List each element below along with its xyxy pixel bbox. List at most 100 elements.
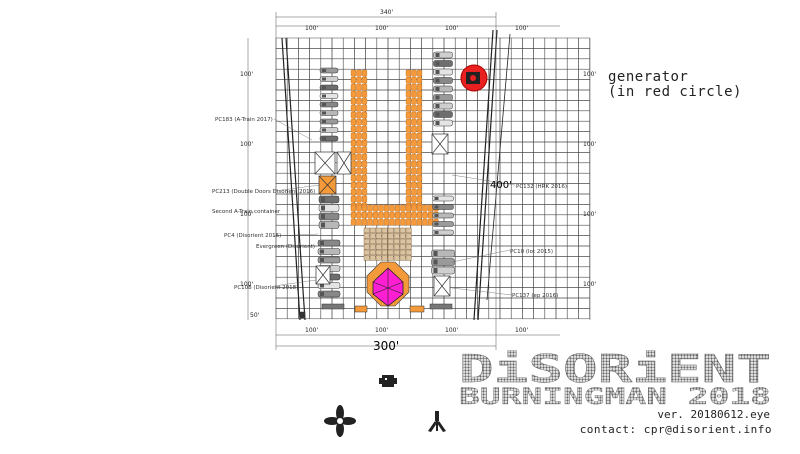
grid-cell [286,162,299,174]
grid-cell [421,48,434,60]
vehicle-cab [322,120,326,123]
brick [363,233,370,239]
grid-cell [555,235,568,247]
generator-note: generator (in red circle) [608,70,742,100]
orange-block [389,218,395,226]
label-pc4: PC4 (Disorient 2016) [224,233,281,239]
grid-cell [566,224,579,236]
grid-cell [387,162,400,174]
orange-block [367,211,373,219]
orange-block [361,125,368,133]
grid-cell [510,141,523,153]
orange-block [350,195,357,203]
orange-block [405,139,412,147]
grid-cell [544,79,557,91]
orange-block [361,76,368,84]
grid-cell [387,131,400,143]
label-pc137: PC137 (ep 2016) [512,293,558,299]
orange-block [350,132,357,140]
dim-right-1: 100' [583,71,596,78]
grid-cell [522,235,534,247]
orange-block [356,111,362,119]
orange-block [400,218,406,226]
orange-block [411,83,417,91]
grid-cell [566,58,579,70]
dim-top-1: 100' [305,25,318,32]
brick [369,227,376,234]
grid-cell [454,152,467,164]
contact-text: contact: cpr@disorient.info [579,423,772,436]
grid-cell [286,89,299,101]
orange-block [356,139,362,147]
grid-cell [488,152,501,164]
orange-block [361,153,368,161]
grid-cell [533,131,546,143]
grid-cell [387,68,400,80]
grid-cell [555,204,568,216]
grid-cell [309,308,322,320]
grid-cell [365,110,378,122]
grid-cell [566,89,579,101]
grid-cell [544,48,557,60]
dim-top-2: 100' [375,25,388,32]
grid-cell [566,204,579,216]
grid-cell [578,308,590,320]
grid-cell [454,141,467,153]
orange-block [394,204,401,212]
grid-cell [566,131,579,143]
orange-block [416,160,423,168]
grid-cell [365,141,378,153]
brick [363,227,370,234]
grid-cell [376,68,389,80]
orange-block [378,211,384,219]
grid-cell [454,100,467,112]
grid-cell [309,79,322,91]
grid-cell [533,276,546,288]
grid-cell [522,48,534,60]
orange-block [378,204,384,212]
grid-cell [376,193,389,205]
grid-cell [432,308,445,320]
grid-cell [510,204,523,216]
orange-block [416,76,423,84]
orange-block [350,76,357,84]
grid-cell [555,256,568,268]
vehicle-cab [321,222,325,228]
grid-cell [578,224,590,236]
brick [393,227,400,234]
grid-cell [443,183,456,195]
grid-cell [510,193,523,205]
grid-cell [298,256,310,268]
grid-cell [454,266,467,278]
vehicle-cab [320,292,324,296]
grid-cell [488,37,501,49]
orange-block [372,204,379,212]
dim-left-1: 100' [240,71,253,78]
brick [381,244,388,250]
dim-left-4: 100' [240,281,253,288]
orange-block [361,118,368,126]
grid-cell [466,308,478,320]
grid-cell [376,110,389,122]
grid-cell [421,276,434,288]
orange-block [350,160,357,168]
grid-cell [286,58,299,70]
grid-cell [533,79,546,91]
grid-cell [466,183,478,195]
grid-cell [566,79,579,91]
grid-cell [555,214,568,226]
grid-cell [421,120,434,132]
grid-cell [566,308,579,320]
brick [363,244,370,250]
grid-cell [421,172,434,184]
brick [405,233,412,239]
grid-cell [555,141,568,153]
orange-block [427,211,434,219]
grid-cell [510,297,523,309]
dim-top-total: 340' [380,9,393,16]
grid-cell [488,224,501,236]
grid-cell [342,287,355,299]
grid-cell [533,120,546,132]
grid-cell [566,120,579,132]
orange-block [405,69,412,77]
